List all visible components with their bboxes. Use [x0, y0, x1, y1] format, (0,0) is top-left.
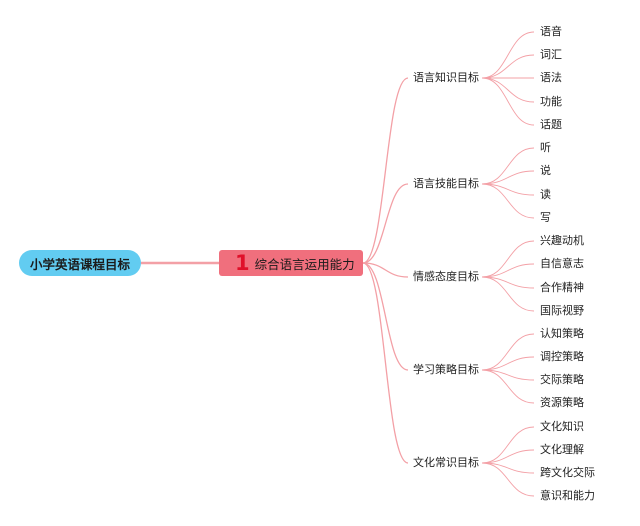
topic-number: 1 [235, 251, 250, 275]
leaf-node: 话题 [540, 118, 562, 132]
category-node: 语言技能目标 [413, 177, 479, 191]
leaf-label: 资源策略 [540, 396, 584, 409]
leaf-label: 意识和能力 [540, 489, 595, 502]
leaf-node: 听 [540, 141, 551, 155]
leaf-label: 国际视野 [540, 304, 584, 317]
connector-line [481, 369, 535, 404]
leaf-node: 文化理解 [540, 443, 584, 457]
leaf-node: 语法 [540, 71, 562, 85]
connector-line [362, 77, 409, 264]
leaf-label: 调控策略 [540, 350, 584, 363]
leaf-label: 跨文化交际 [540, 466, 595, 479]
leaf-label: 语音 [540, 25, 562, 38]
connector-line [362, 183, 409, 264]
leaf-node: 文化知识 [540, 420, 584, 434]
connector-line [481, 77, 535, 103]
connector-line [481, 333, 535, 371]
connector-line [362, 262, 409, 278]
connector-line [481, 356, 535, 371]
leaf-label: 交际策略 [540, 373, 584, 386]
category-label: 语言知识目标 [413, 71, 479, 84]
root-label: 小学英语课程目标 [29, 256, 130, 272]
main-topic-node: 1 综合语言运用能力 [219, 250, 363, 276]
leaf-node: 语音 [540, 25, 562, 39]
leaf-node: 资源策略 [540, 396, 584, 410]
category-label: 语言技能目标 [413, 177, 479, 190]
leaf-label: 听 [540, 141, 551, 154]
leaf-node: 意识和能力 [540, 489, 595, 503]
category-label: 文化常识目标 [413, 456, 479, 469]
category-label: 学习策略目标 [413, 363, 479, 376]
leaf-label: 说 [540, 164, 551, 177]
connector-line [481, 462, 535, 497]
connector-line [362, 262, 409, 371]
leaf-label: 词汇 [540, 48, 562, 61]
connector-line [481, 54, 535, 79]
leaf-label: 功能 [540, 95, 562, 108]
connector-line [481, 426, 535, 464]
leaf-label: 话题 [540, 118, 562, 131]
category-node: 语言知识目标 [413, 71, 479, 85]
leaf-node: 写 [540, 211, 551, 225]
leaf-label: 自信意志 [540, 257, 584, 270]
connector-line [481, 276, 535, 312]
category-label: 情感态度目标 [413, 270, 479, 283]
category-node: 文化常识目标 [413, 456, 479, 470]
leaf-node: 合作精神 [540, 281, 584, 295]
leaf-node: 国际视野 [540, 304, 584, 318]
connector-line [481, 183, 535, 219]
leaf-node: 认知策略 [540, 327, 584, 341]
leaf-node: 兴趣动机 [540, 234, 584, 248]
leaf-node: 说 [540, 164, 551, 178]
root-node: 小学英语课程目标 [19, 250, 141, 276]
connector-line [362, 262, 409, 464]
leaf-label: 兴趣动机 [540, 234, 584, 247]
leaf-label: 文化知识 [540, 420, 584, 433]
connector-line [481, 263, 535, 278]
connector-line [481, 170, 535, 185]
leaf-label: 认知策略 [540, 327, 584, 340]
leaf-node: 跨文化交际 [540, 466, 595, 480]
leaf-node: 读 [540, 188, 551, 202]
leaf-node: 交际策略 [540, 373, 584, 387]
leaf-label: 合作精神 [540, 281, 584, 294]
leaf-label: 语法 [540, 71, 562, 84]
leaf-node: 自信意志 [540, 257, 584, 271]
connector-line [481, 449, 535, 464]
leaf-label: 写 [540, 211, 551, 224]
leaf-node: 调控策略 [540, 350, 584, 364]
leaf-node: 词汇 [540, 48, 562, 62]
connector-line [481, 77, 535, 126]
leaf-node: 功能 [540, 95, 562, 109]
connector-line [481, 31, 535, 79]
main-topic-label: 综合语言运用能力 [254, 256, 355, 272]
category-node: 学习策略目标 [413, 363, 479, 377]
leaf-label: 文化理解 [540, 443, 584, 456]
leaf-label: 读 [540, 188, 551, 201]
connector-line [481, 240, 535, 278]
category-node: 情感态度目标 [413, 270, 479, 284]
connector-line [481, 147, 535, 185]
